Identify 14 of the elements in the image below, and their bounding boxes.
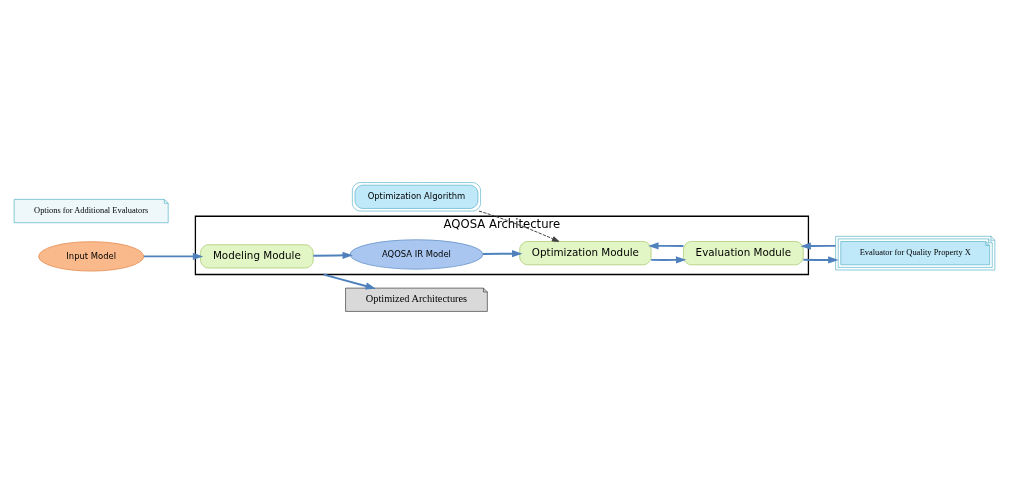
arrow bbox=[481, 250, 523, 258]
node-box: Modeling Module bbox=[200, 244, 314, 269]
arrow bbox=[650, 256, 687, 264]
node-ellipse: Input Model bbox=[38, 241, 144, 272]
arrow bbox=[800, 242, 837, 250]
arrow bbox=[322, 273, 376, 290]
node-box: Evaluation Module bbox=[683, 241, 804, 266]
arrow bbox=[312, 251, 353, 259]
arrow bbox=[478, 210, 560, 242]
node-box: Optimization Module bbox=[519, 241, 652, 266]
arrow bbox=[802, 256, 839, 264]
arrow bbox=[142, 252, 204, 260]
arrow bbox=[648, 242, 685, 250]
node-ellipse: AQOSA IR Model bbox=[349, 239, 484, 270]
